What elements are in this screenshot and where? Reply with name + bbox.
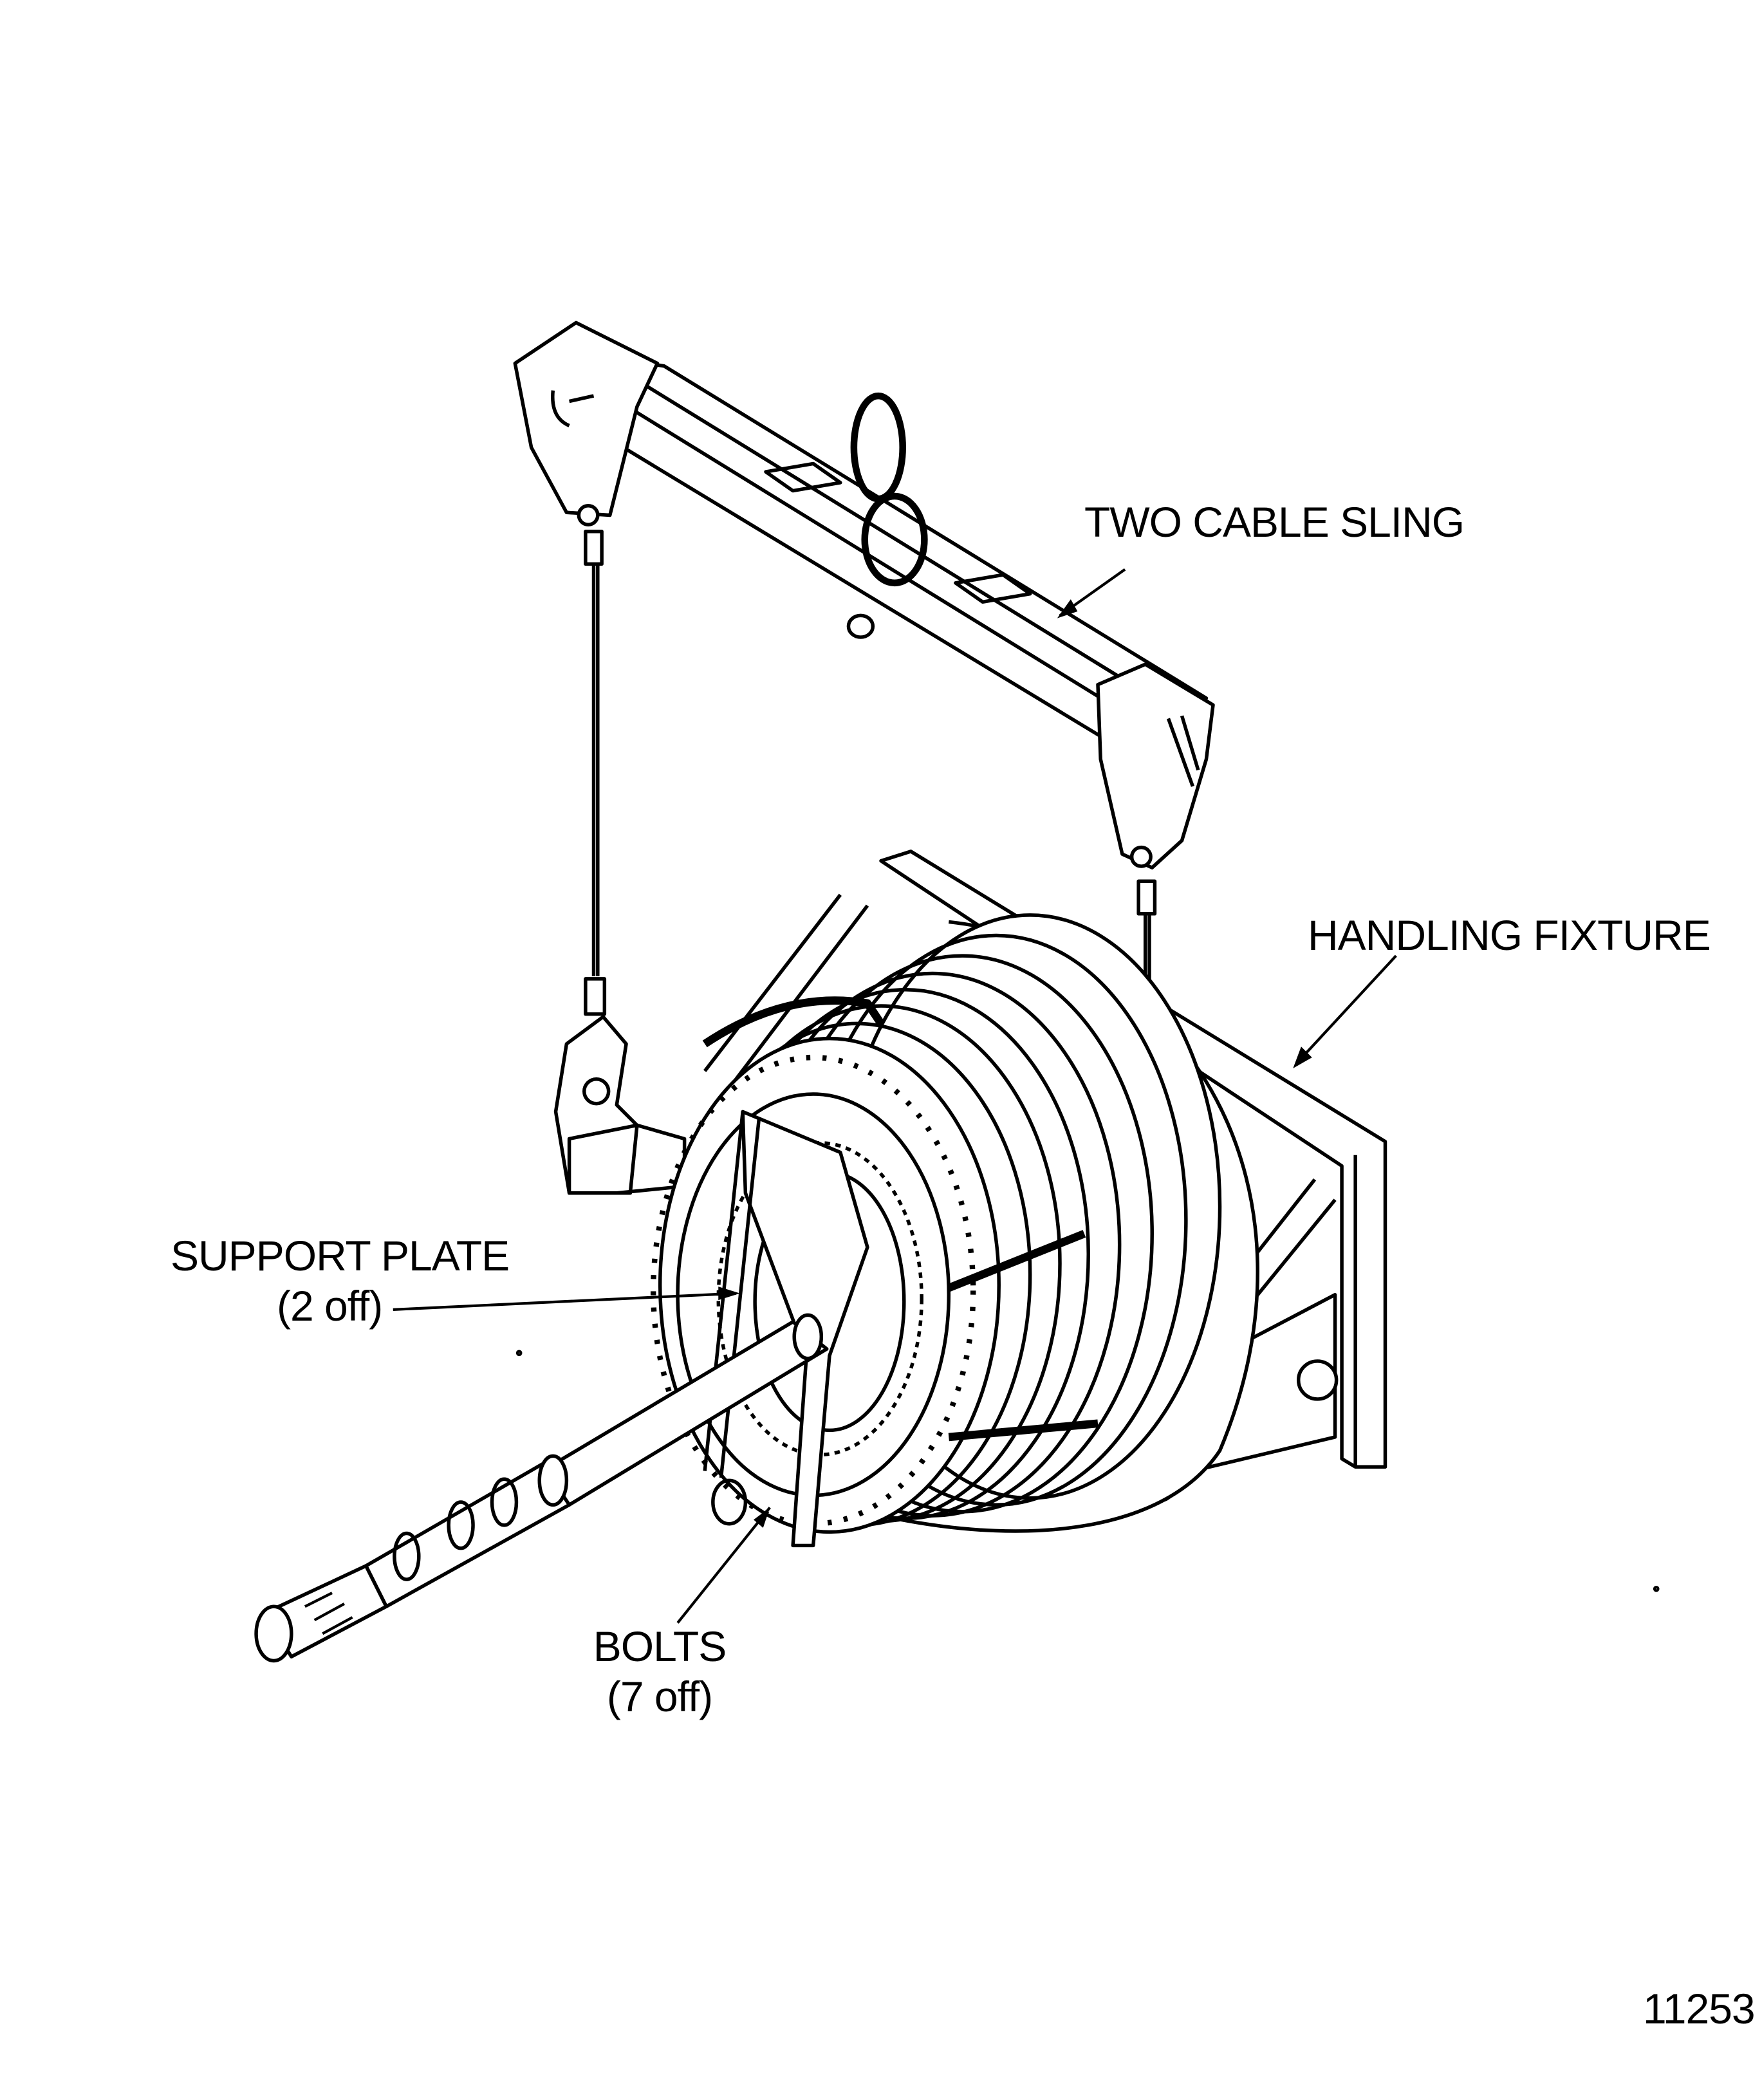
bolt-ring bbox=[711, 1478, 748, 1526]
engine-module bbox=[650, 913, 1259, 1534]
label-two-cable-sling: TWO CABLE SLING bbox=[1084, 498, 1465, 546]
label-support-plate-qty: (2 off) bbox=[277, 1282, 383, 1330]
speck bbox=[515, 1350, 523, 1357]
leader-arrows bbox=[393, 568, 1397, 1624]
support-plate-arrow bbox=[393, 1292, 736, 1312]
label-bolts-qty: (7 off) bbox=[606, 1673, 713, 1720]
label-support-plate: SUPPORT PLATE bbox=[171, 1232, 510, 1279]
right-end-bracket bbox=[1096, 662, 1215, 869]
speck bbox=[1653, 1585, 1660, 1592]
bolts-arrow bbox=[676, 1507, 771, 1624]
label-handling-fixture: HANDLING FIXTURE bbox=[1308, 911, 1711, 959]
left-end-bracket bbox=[513, 321, 660, 526]
label-bolts: BOLTS bbox=[593, 1622, 727, 1670]
fixture-arrow bbox=[1294, 954, 1397, 1066]
figure-number: 11253 bbox=[1643, 1985, 1756, 2032]
lifting-ring bbox=[846, 392, 928, 639]
drive-shaft bbox=[254, 1313, 829, 1663]
left-cable bbox=[553, 530, 687, 1195]
